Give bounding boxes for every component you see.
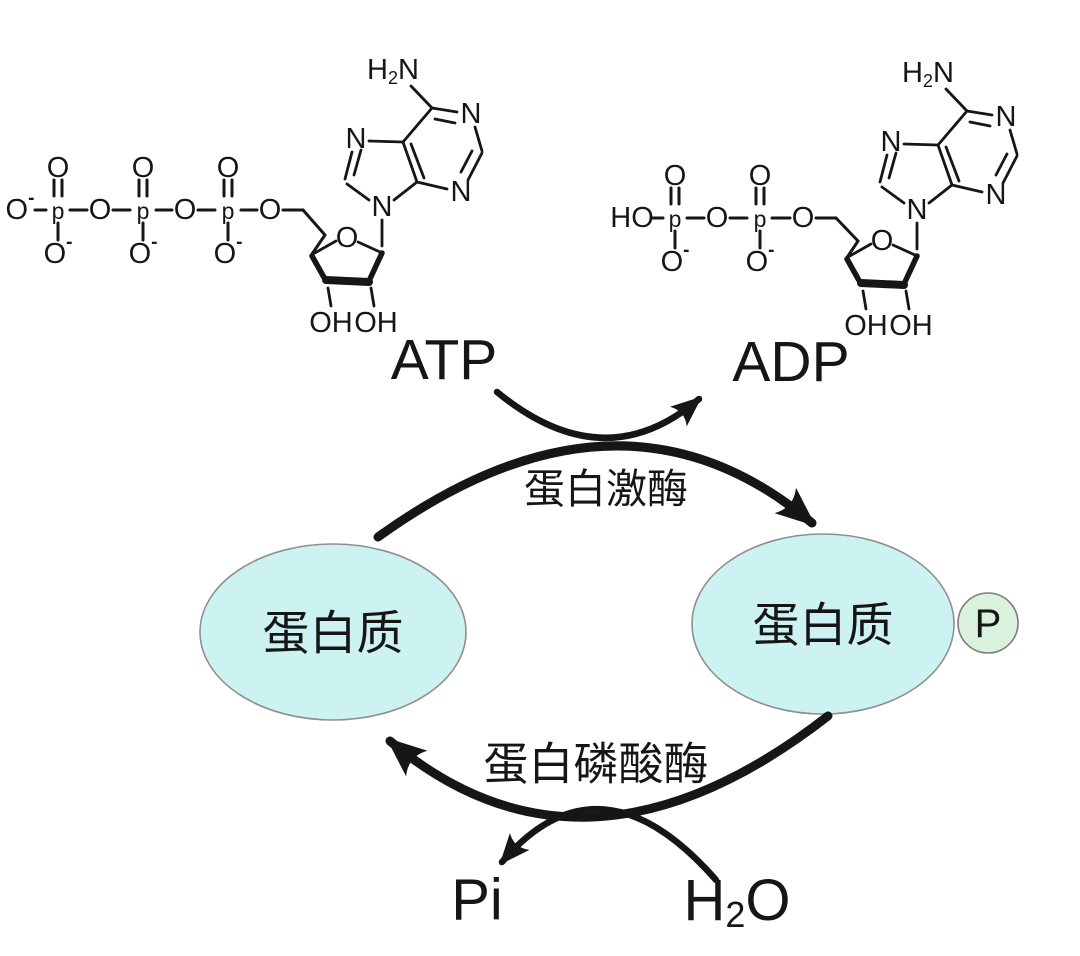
atom-hydroxyl-terminal: HO xyxy=(610,202,654,234)
phosphate-badge-label: P xyxy=(975,602,1002,646)
atom-nitrogen-n7: N xyxy=(346,123,367,155)
adenosine-group: O OH OH N N N xyxy=(309,54,484,339)
atom-hydroxyl: OH xyxy=(354,307,398,339)
adp-structure: HO O O xyxy=(610,57,1017,342)
atom-hydroxyl: OH xyxy=(309,307,353,339)
atom-oxygen-terminal: O- xyxy=(6,188,35,227)
atom-nitrogen-n3: N xyxy=(451,176,472,208)
atom-nitrogen-n1: N xyxy=(461,98,482,130)
kinase-arrow xyxy=(373,441,817,542)
atom-oxygen-bridge: O xyxy=(89,194,112,226)
adp-label: ADP xyxy=(732,330,849,394)
protein-ellipse-right xyxy=(691,533,955,715)
amino-group-label: H2N xyxy=(367,54,419,88)
protein-label-right: 蛋白质 xyxy=(753,599,894,652)
atom-nitrogen-n9: N xyxy=(372,191,393,223)
protein-label-left: 蛋白质 xyxy=(263,607,404,660)
phosphate-badge xyxy=(957,592,1019,654)
water-label: H2O xyxy=(683,868,790,935)
protein-ellipse-left xyxy=(199,543,467,721)
atom-oxygen-ester: O xyxy=(259,194,282,226)
phosphatase-label: 蛋白磷酸酶 xyxy=(483,739,708,790)
atom-oxygen-bridge: O xyxy=(706,202,729,234)
atom-oxygen-bridge: O xyxy=(174,194,197,226)
atp-label: ATP xyxy=(391,328,498,392)
phosphatase-arrow xyxy=(385,711,833,822)
atp-structure: O- O O O O OH OH N xyxy=(6,54,484,339)
pi-label: Pi xyxy=(451,868,503,933)
kinase-label: 蛋白激酶 xyxy=(524,466,688,512)
water-pi-arrow xyxy=(498,805,720,884)
atom-oxygen-ring: O xyxy=(336,222,359,254)
atp-adp-arrow xyxy=(493,388,703,441)
atom-oxygen-ester: O xyxy=(792,202,815,234)
